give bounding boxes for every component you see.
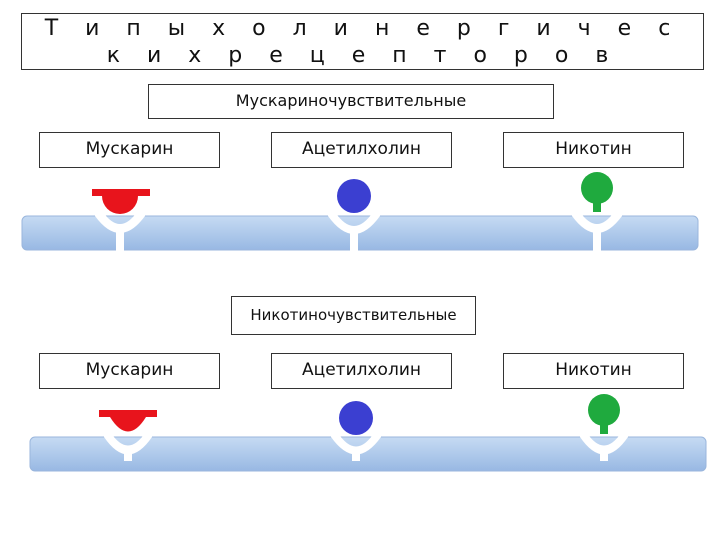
section-1-receptor-2	[328, 212, 380, 254]
section-2-nicotine-ligand	[588, 394, 620, 434]
section-2-receptor-3	[580, 433, 628, 461]
section-2-ligand-acetylcholine: Ацетилхолин	[271, 353, 452, 389]
section-1-ligand-muscarine: Мускарин	[39, 132, 220, 168]
section-2-label: Никотиночувствительные	[231, 296, 476, 335]
section-2-ligand-muscarine: Мускарин	[39, 353, 220, 389]
section-1-label: Мускариночувствительные	[148, 84, 554, 119]
section-2-acetylcholine-ligand	[339, 401, 373, 435]
section-1-nicotine-ligand	[581, 172, 613, 212]
section-2-receptor-2	[331, 433, 381, 461]
section-1-ligand-nicotine: Никотин	[503, 132, 684, 168]
section-2-muscarine-ligand	[99, 410, 157, 432]
section-1-receptor-1	[95, 212, 145, 254]
title-text: Т и п ы х о л и н е р г и ч е с к и х р …	[44, 15, 681, 68]
section-1-muscarine-ligand	[92, 189, 150, 214]
section-1-receptor-3	[572, 212, 622, 254]
section-2-membrane	[29, 436, 707, 472]
section-1-ligand-acetylcholine: Ацетилхолин	[271, 132, 452, 168]
page-title: Т и п ы х о л и н е р г и ч е с к и х р …	[21, 13, 704, 70]
section-2-ligand-nicotine: Никотин	[503, 353, 684, 389]
section-2-receptor-1	[104, 433, 152, 461]
section-1-acetylcholine-ligand	[337, 179, 371, 213]
